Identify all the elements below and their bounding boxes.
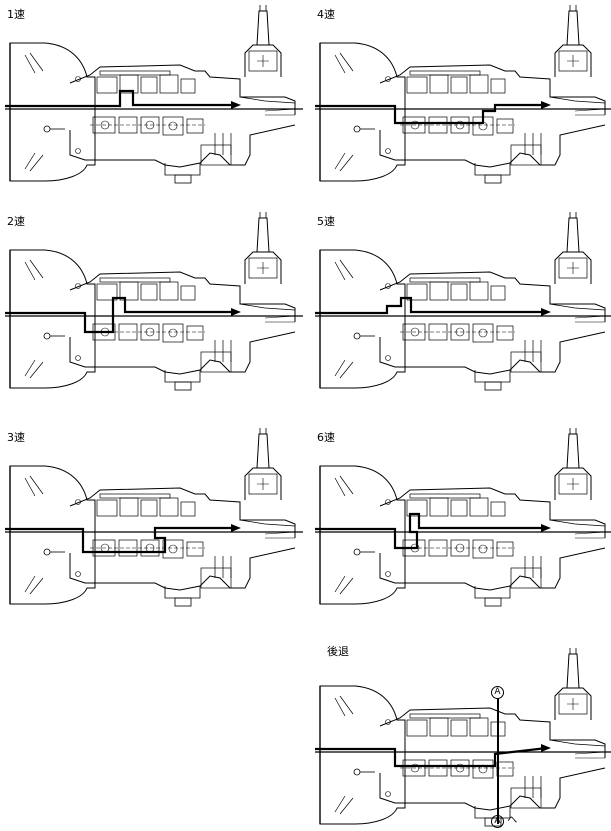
marker-a-top: A bbox=[491, 686, 504, 699]
panel-gear-5: 5速 bbox=[315, 212, 611, 412]
flow-arrow-icon bbox=[231, 308, 241, 316]
panel-gear-reverse: 後退 A A へ bbox=[315, 642, 611, 831]
power-flow-path bbox=[5, 89, 237, 108]
marker-suffix: へ bbox=[507, 815, 518, 826]
gear-label: 6速 bbox=[317, 431, 335, 444]
flow-arrow-icon bbox=[541, 308, 551, 316]
flow-arrow-icon bbox=[231, 524, 241, 532]
gear-label: 2速 bbox=[7, 215, 25, 228]
panel-gear-1: 1速 bbox=[5, 5, 305, 205]
power-flow-path bbox=[315, 103, 547, 125]
power-flow-path bbox=[5, 296, 237, 334]
gear-label: 3速 bbox=[7, 431, 25, 444]
gear-label: 後退 bbox=[327, 645, 349, 658]
gear-label: 4速 bbox=[317, 8, 335, 21]
transmission-diagram bbox=[315, 5, 611, 184]
marker-a-circle: A bbox=[491, 686, 504, 699]
flow-arrow-icon bbox=[541, 101, 551, 109]
transmission-diagram bbox=[5, 5, 304, 184]
transmission-diagram bbox=[315, 648, 611, 827]
flow-arrow-icon bbox=[541, 524, 551, 532]
panel-gear-4: 4速 bbox=[315, 5, 611, 205]
panel-gear-3: 3速 bbox=[5, 428, 305, 628]
gear-label: 5速 bbox=[317, 215, 335, 228]
gear-label: 1速 bbox=[7, 8, 25, 21]
transmission-diagram bbox=[5, 212, 304, 391]
transmission-diagram bbox=[315, 212, 611, 391]
transmission-diagram bbox=[315, 428, 611, 607]
power-flow-path bbox=[315, 296, 547, 315]
panel-gear-2: 2速 bbox=[5, 212, 305, 412]
power-flow-path bbox=[315, 512, 547, 550]
marker-a-bottom: A へ bbox=[491, 815, 517, 828]
flow-arrow-icon bbox=[541, 744, 551, 752]
power-flow-path bbox=[315, 746, 548, 768]
marker-a-circle: A bbox=[491, 815, 504, 828]
power-flow-path bbox=[5, 526, 237, 554]
panel-gear-6: 6速 bbox=[315, 428, 611, 628]
transmission-diagram bbox=[5, 428, 304, 607]
flow-arrow-icon bbox=[231, 101, 241, 109]
